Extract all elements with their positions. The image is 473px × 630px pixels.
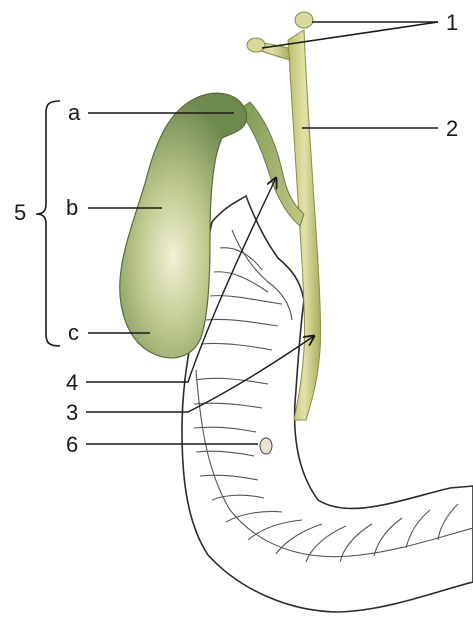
label-6: 6 xyxy=(66,432,78,457)
label-2: 2 xyxy=(446,116,458,141)
label-1: 1 xyxy=(446,10,458,35)
bracket-5 xyxy=(36,101,60,346)
label-5: 5 xyxy=(14,200,26,225)
label-c: c xyxy=(68,320,79,345)
leader-line-1b xyxy=(262,22,438,48)
hepatic-duct-opening xyxy=(247,38,265,52)
duodenal-papilla xyxy=(260,438,272,454)
label-a: a xyxy=(68,100,81,125)
label-4: 4 xyxy=(66,370,78,395)
label-b: b xyxy=(66,195,78,220)
label-3: 3 xyxy=(66,400,78,425)
hepatic-duct-opening xyxy=(295,12,313,28)
duodenum xyxy=(182,196,473,612)
